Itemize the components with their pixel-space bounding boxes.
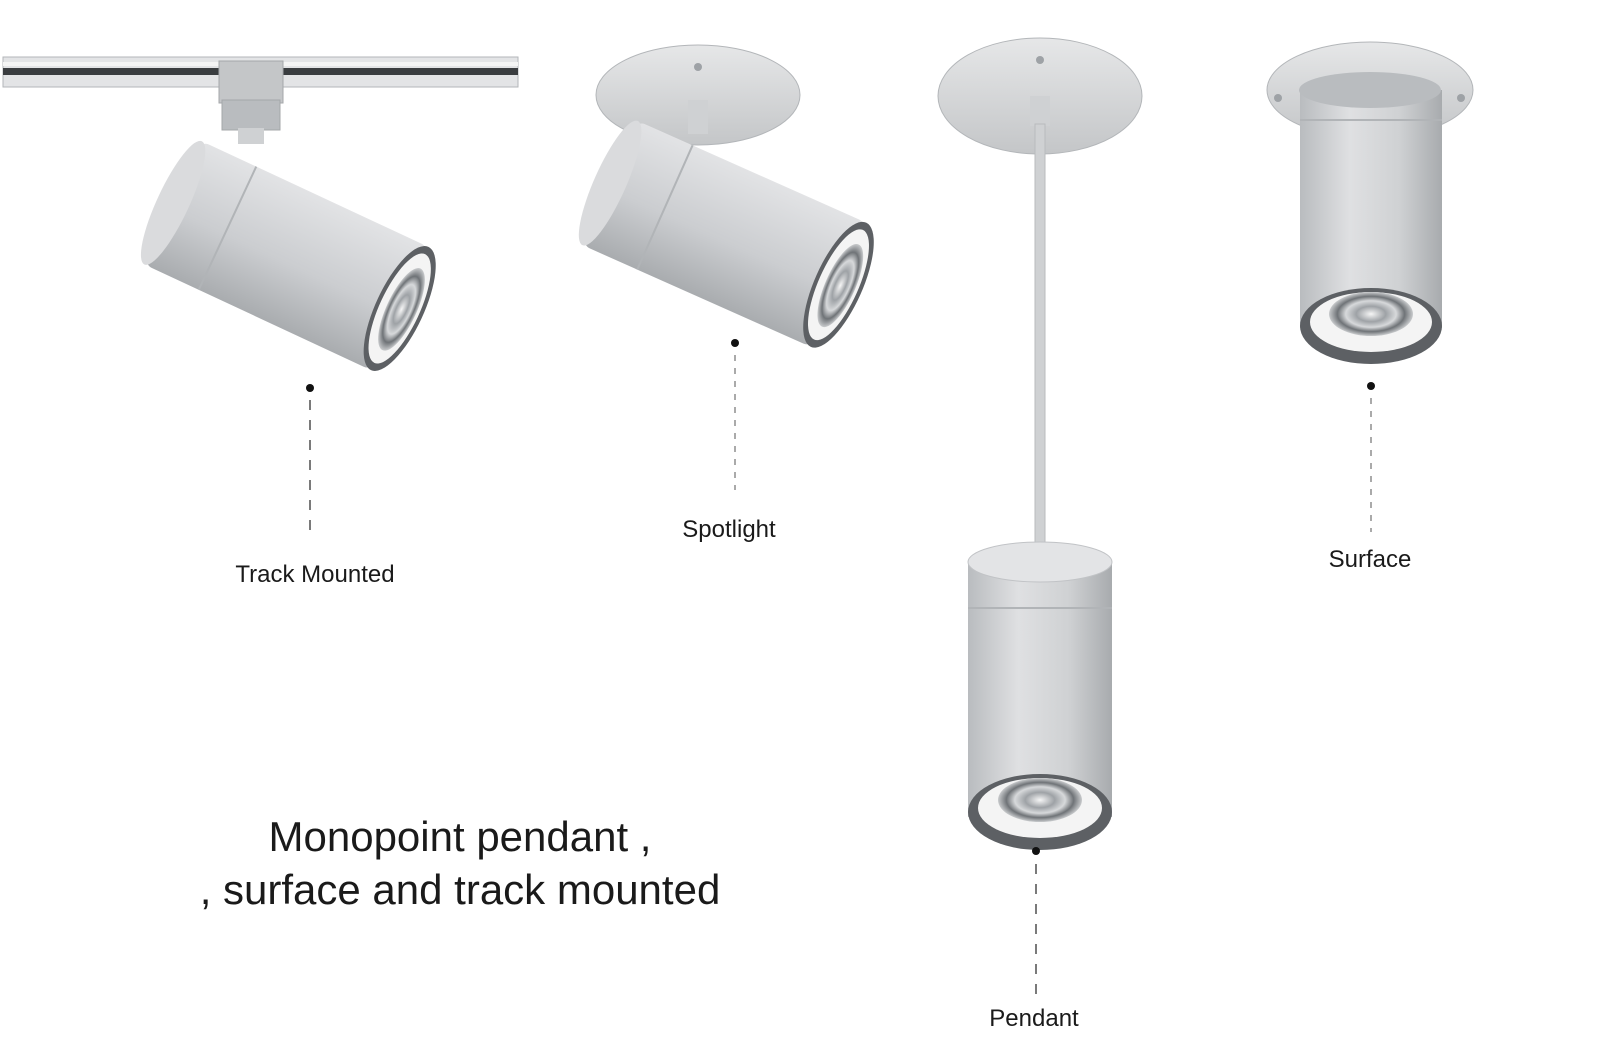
leader-surface (1367, 382, 1375, 532)
label-surface: Surface (1328, 546, 1412, 573)
spotlight-cylinder (585, 123, 864, 345)
pendant-light-icon (937, 37, 1143, 850)
headline-line-1: Monopoint pendant , (268, 813, 652, 860)
surface-light-icon (1266, 41, 1474, 364)
spotlight-icon (578, 44, 874, 348)
track-light-icon (2, 56, 519, 371)
pendant-rod (1034, 123, 1046, 545)
leader-track (306, 384, 314, 534)
label-spotlight: Spotlight (682, 516, 776, 543)
label-pendant: Pendant (989, 1005, 1079, 1032)
leader-spotlight (731, 339, 739, 490)
headline: Monopoint pendant , , surface and track … (190, 810, 730, 916)
track-adapter (218, 60, 284, 104)
label-track-mounted: Track Mounted (235, 561, 395, 588)
headline-line-2: , surface and track mounted (199, 866, 721, 913)
spotlight-canopy (595, 44, 801, 146)
leader-pendant (1032, 847, 1040, 996)
track-cylinder (147, 143, 426, 368)
